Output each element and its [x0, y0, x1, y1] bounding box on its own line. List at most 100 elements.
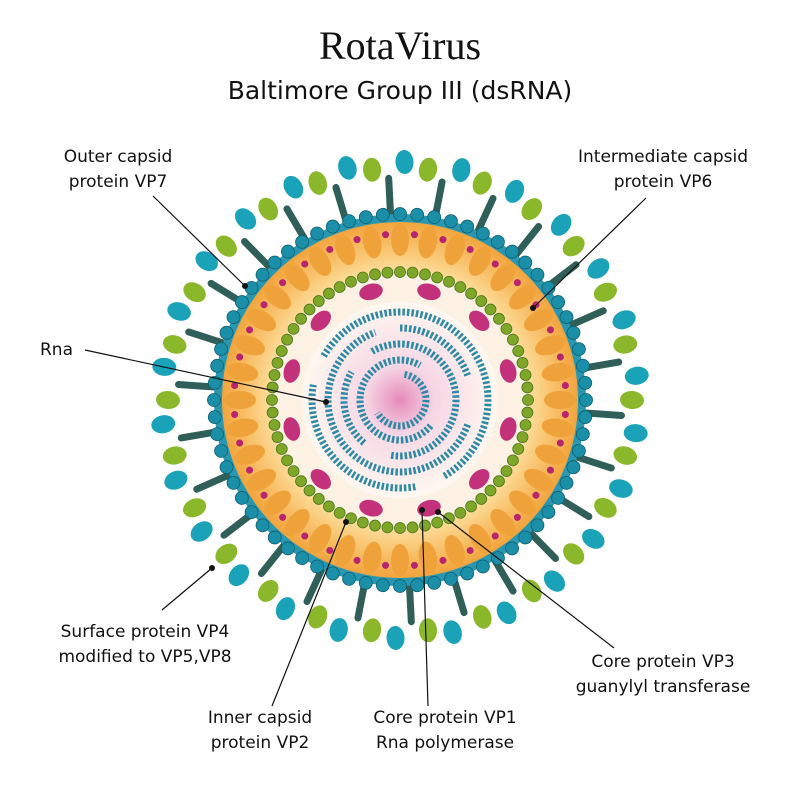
spike-head-green [620, 390, 644, 410]
spike-head-green [258, 197, 279, 221]
vp7-bead [476, 226, 490, 241]
label-outer-capsid: Outer capsid protein VP7 [63, 147, 173, 192]
core-proteins-vp1-vp3 [283, 283, 517, 517]
vp7-bead [410, 207, 425, 222]
vp2-bead [369, 519, 381, 532]
spike-head-teal [338, 156, 357, 180]
vp2-bead [519, 369, 532, 381]
spike-head-teal [234, 208, 257, 230]
vp7-bead [226, 476, 241, 490]
vp7-bead [234, 295, 249, 309]
vp2-bead [506, 454, 519, 467]
vp6-accent [546, 326, 554, 334]
core-protein-complex [468, 468, 490, 490]
spike-head-green [562, 235, 585, 257]
vp2-bead [333, 506, 346, 519]
spike-head-green [183, 498, 207, 518]
core-protein-complex [283, 359, 301, 383]
spike-head-teal [550, 213, 572, 236]
vp6-accent [260, 301, 268, 309]
spike-head-teal [612, 310, 636, 330]
vp6-accent [382, 561, 390, 569]
leader-dot [209, 565, 215, 571]
vp6-trimer [224, 391, 256, 409]
vp7-bead [375, 207, 390, 222]
vp2-bead [431, 516, 444, 529]
spike-stalk [561, 307, 607, 332]
vp7-bead [460, 566, 475, 581]
vp7-bead [267, 255, 282, 270]
vp2-bead [345, 275, 357, 288]
vp7-bead [551, 295, 566, 309]
vp7-bead [358, 575, 373, 590]
vp2-bead [522, 394, 534, 406]
vp7-bead [566, 325, 581, 340]
spike-head-teal [624, 366, 649, 385]
vp7-bead [295, 551, 309, 566]
leader-line [152, 195, 246, 287]
spike-head-teal [190, 521, 213, 542]
vp6-accent [301, 532, 309, 540]
spike-head-teal [164, 470, 188, 490]
vp7-bead [281, 244, 295, 259]
vp6-accent [279, 513, 287, 521]
spike-head-green [308, 171, 328, 195]
vp7-bead [234, 491, 249, 505]
vp2-bead [295, 312, 307, 325]
inner-capsid-beads-vp2 [266, 266, 534, 534]
rna-strands [308, 308, 492, 492]
vp2-bead [419, 519, 431, 532]
vp7-bead [491, 234, 505, 249]
vp7-bead [310, 226, 324, 241]
core-protein-complex [499, 417, 517, 441]
vp7-bead [518, 530, 533, 545]
vp7-bead [325, 219, 340, 234]
leader-dot [419, 507, 425, 513]
vp6-trimer [226, 362, 259, 382]
vp7-bead [207, 410, 222, 425]
vp6-trimer [535, 335, 566, 356]
spike-head-green [215, 235, 237, 257]
vp6-trimer [509, 490, 537, 516]
vp2-bead [268, 419, 281, 431]
vp6-accent [353, 556, 361, 564]
vp2-bead [266, 394, 278, 406]
leader-dot [435, 509, 441, 515]
vp7-bead [579, 393, 593, 407]
label-core-vp3: Core protein VP3 guanylyl transferase [575, 652, 751, 697]
diagram-subtitle: Baltimore Group III (dsRNA) [227, 76, 573, 105]
vp7-bead [342, 571, 356, 586]
vp6-trimer [523, 308, 554, 332]
spike-head-teal [167, 302, 191, 321]
vp2-bead [506, 333, 519, 346]
vp7-bead [566, 460, 581, 475]
vp7-bead [530, 267, 545, 282]
vp6-trimer [335, 535, 356, 566]
vp6-trimer [490, 263, 516, 291]
spike-stalk [405, 576, 415, 626]
vp6-accent [546, 466, 554, 474]
spike-head-green [613, 446, 638, 465]
vp7-bead [541, 505, 556, 519]
core-protein-complex [359, 499, 383, 517]
spike-stalk [193, 468, 239, 493]
vp6-trimer [509, 284, 537, 310]
core-protein-complex [310, 468, 332, 490]
surface-spikes-vp4 [151, 150, 649, 650]
spike-head-green [593, 282, 617, 302]
vp7-bead [505, 541, 519, 556]
leader-dot [242, 283, 248, 289]
vp2-bead [281, 333, 294, 346]
vp2-bead [287, 465, 300, 478]
vp7-bead [244, 505, 259, 519]
vp6-trimer [234, 335, 265, 356]
vp2-bead [443, 512, 455, 525]
vp7-bead [255, 267, 270, 282]
vp2-bead [443, 275, 455, 288]
vp6-trimer [226, 418, 259, 438]
spike-head-teal [275, 597, 296, 621]
spike-head-green [594, 497, 617, 518]
vp7-bead [281, 541, 295, 556]
vp2-bead [521, 381, 534, 394]
spike-head-green [563, 543, 585, 565]
